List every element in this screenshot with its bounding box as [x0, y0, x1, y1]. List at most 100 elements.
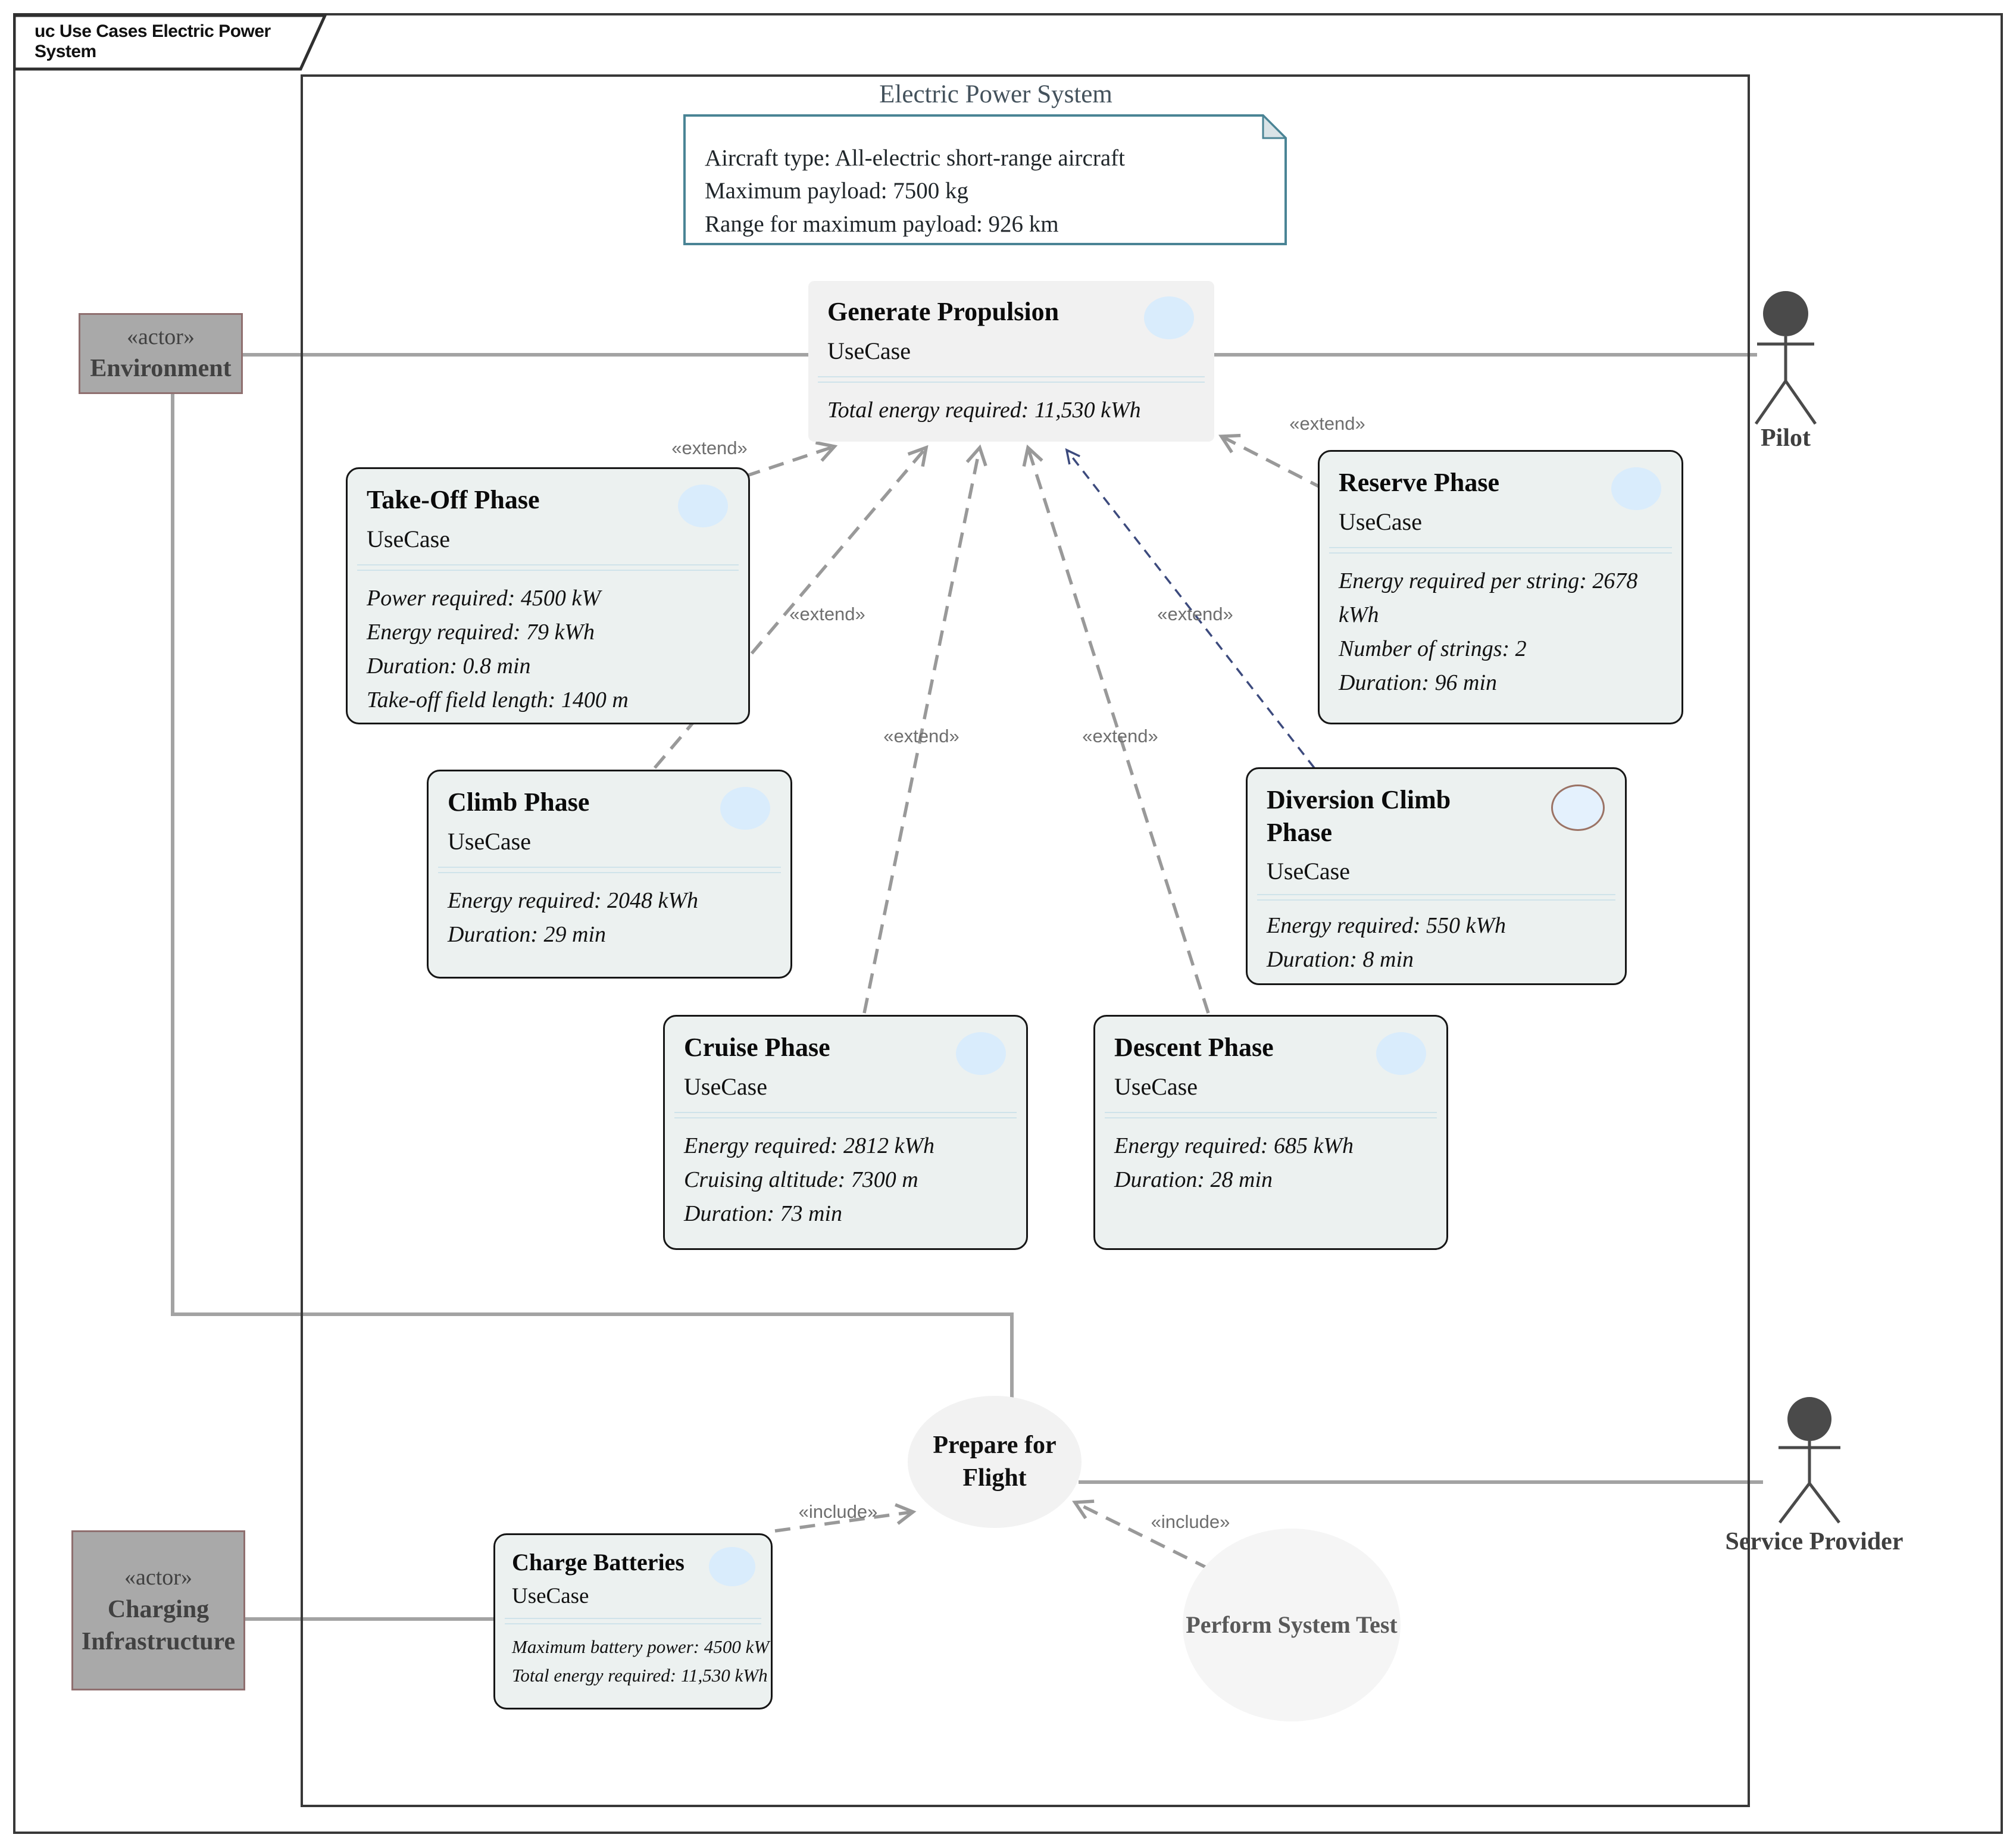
extend-label: «extend»: [1157, 604, 1233, 624]
divider: [1105, 1112, 1437, 1119]
usecase-prepare-for-flight: Prepare for Flight: [908, 1396, 1082, 1528]
usecase-stereotype: UseCase: [1339, 508, 1422, 536]
usecase-oval-icon: [720, 787, 770, 830]
note-fold-icon: [1262, 114, 1287, 139]
usecase-attribute: Cruising altitude: 7300 m: [684, 1167, 918, 1193]
extend-label: «extend»: [1289, 413, 1365, 434]
usecase-title: Reserve Phase: [1339, 468, 1500, 497]
usecase-title: Generate Propulsion: [827, 297, 1059, 326]
system-title: Electric Power System: [879, 80, 1112, 108]
usecase-stereotype: UseCase: [684, 1073, 767, 1101]
usecase-oval-icon: [956, 1032, 1006, 1075]
usecase-cruise-phase: Cruise Phase UseCase Energy required: 28…: [663, 1015, 1028, 1250]
extend-diversion-climb-arrow: [1065, 448, 1315, 769]
usecase-label: Perform System Test: [1186, 1611, 1398, 1638]
divider: [1257, 894, 1615, 901]
usecase-stereotype: UseCase: [1114, 1073, 1198, 1101]
usecase-attribute: Energy required: 685 kWh: [1114, 1133, 1354, 1159]
diagram-outer-frame: [13, 13, 2003, 1834]
extend-reserve-arrow: [1218, 433, 1326, 491]
extend-label: «extend»: [883, 726, 959, 746]
note-line: Range for maximum payload: 926 km: [705, 211, 1059, 237]
usecase-title: Diversion Climb Phase: [1267, 785, 1451, 847]
usecase-generate-propulsion: Generate Propulsion UseCase Total energy…: [808, 281, 1214, 442]
usecase-stereotype: UseCase: [367, 526, 450, 553]
usecase-attribute: Total energy required: 11,530 kWh: [827, 398, 1141, 423]
usecase-attribute: Duration: 8 min: [1267, 947, 1414, 972]
note-text: Aircraft type: All-electric short-range …: [705, 142, 1270, 240]
usecase-attribute: Duration: 96 min: [1339, 670, 1497, 696]
usecase-oval-icon: [709, 1547, 755, 1586]
usecase-oval-icon: [1144, 296, 1194, 339]
extend-label: «extend»: [671, 437, 748, 458]
extend-label: «extend»: [789, 604, 865, 624]
divider: [505, 1618, 761, 1625]
usecase-perform-system-test: Perform System Test: [1183, 1529, 1401, 1721]
divider: [674, 1112, 1017, 1119]
usecase-charge-batteries: Charge Batteries UseCase Maximum battery…: [493, 1533, 773, 1710]
actor-name: Charging Infrastructure: [81, 1595, 236, 1656]
extend-cruise-arrow: [862, 444, 987, 1014]
include-label: «include»: [1151, 1511, 1230, 1532]
usecase-attribute: Energy required per string: 2678 kWh: [1339, 568, 1638, 628]
usecase-climb-phase: Climb Phase UseCase Energy required: 204…: [427, 770, 792, 979]
usecase-oval-icon: [1551, 785, 1605, 831]
usecase-attribute: Energy required: 550 kWh: [1267, 913, 1506, 938]
usecase-attribute: Power required: 4500 kW: [367, 586, 601, 611]
usecase-attribute: Energy required: 79 kWh: [367, 620, 595, 645]
include-label: «include»: [798, 1501, 878, 1522]
usecase-attribute: Total energy required: 11,530 kWh: [512, 1665, 768, 1686]
frame-tab: [13, 14, 327, 71]
usecase-attribute: Maximum battery power: 4500 kW: [512, 1636, 770, 1658]
frame-tab-label: uc Use Cases Electric Power System: [35, 21, 271, 61]
note-line: Aircraft type: All-electric short-range …: [705, 145, 1125, 171]
usecase-stereotype: UseCase: [512, 1584, 589, 1609]
include-perform-system-test-arrow: [1072, 1499, 1211, 1571]
usecase-stereotype: UseCase: [827, 337, 911, 365]
divider: [357, 564, 739, 571]
usecase-title: Charge Batteries: [512, 1549, 684, 1576]
usecase-attribute: Number of strings: 2: [1339, 636, 1527, 662]
assoc-environment-prepare-for-flight: [171, 394, 1014, 1399]
note-line: Maximum payload: 7500 kg: [705, 178, 969, 204]
actor-name: Environment: [90, 355, 232, 383]
actor-pilot-label: Pilot: [1761, 424, 1811, 452]
usecase-stereotype: UseCase: [448, 828, 531, 855]
extend-label: «extend»: [1082, 726, 1158, 746]
divider: [1329, 547, 1672, 554]
divider: [438, 867, 781, 874]
actor-environment: «actor» Environment: [79, 313, 243, 394]
actor-service-provider-label: Service Provider: [1725, 1528, 1904, 1555]
usecase-attribute: Take-off field length: 1400 m: [367, 687, 629, 713]
usecase-attribute: Duration: 29 min: [448, 922, 606, 948]
usecase-title: Cruise Phase: [684, 1033, 830, 1062]
extend-climb-arrow: [653, 445, 929, 769]
usecase-label: Prepare for Flight: [933, 1432, 1057, 1492]
actor-charging-infrastructure: «actor» Charging Infrastructure: [71, 1530, 245, 1690]
divider: [818, 376, 1205, 383]
usecase-title: Descent Phase: [1114, 1033, 1274, 1062]
usecase-oval-icon: [1611, 467, 1661, 510]
usecase-attribute: Energy required: 2812 kWh: [684, 1133, 935, 1159]
service-provider-stick-figure-icon: [1779, 1397, 1840, 1524]
usecase-descent-phase: Descent Phase UseCase Energy required: 6…: [1093, 1015, 1448, 1250]
system-boundary: [301, 74, 1750, 1807]
note: [683, 114, 1287, 245]
extend-take-off-arrow: [745, 440, 838, 478]
usecase-stereotype: UseCase: [1267, 858, 1350, 885]
usecase-attribute: Energy required: 2048 kWh: [448, 888, 699, 914]
usecase-oval-icon: [1376, 1032, 1426, 1075]
usecase-attribute: Duration: 0.8 min: [367, 654, 531, 679]
actor-stereotype: «actor»: [127, 324, 195, 350]
usecase-reserve-phase: Reserve Phase UseCase Energy required pe…: [1318, 450, 1683, 724]
usecase-title: Take-Off Phase: [367, 485, 540, 514]
pilot-stick-figure-icon: [1754, 291, 1817, 425]
usecase-title: Climb Phase: [448, 787, 590, 817]
usecase-take-off-phase: Take-Off Phase UseCase Power required: 4…: [346, 467, 750, 724]
usecase-diversion-climb-phase: Diversion Climb Phase UseCase Energy req…: [1246, 767, 1627, 985]
usecase-attribute: Duration: 28 min: [1114, 1167, 1273, 1193]
usecase-oval-icon: [678, 485, 728, 527]
actor-stereotype: «actor»: [124, 1565, 192, 1590]
